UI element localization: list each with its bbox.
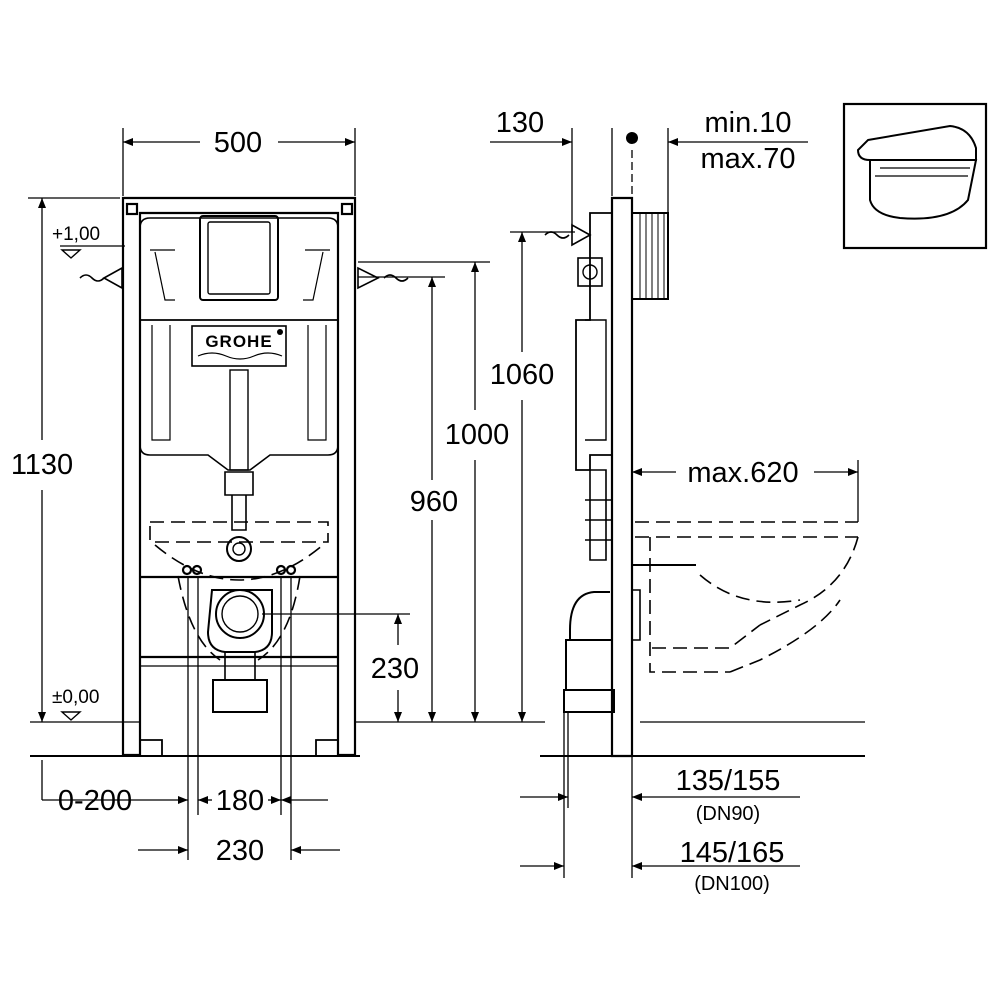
level-zero-label: ±0,00 — [52, 687, 99, 708]
height-total-label: 1130 — [11, 449, 73, 481]
height-960-label: 960 — [410, 486, 458, 518]
dn100-dimension-label: 145/165 — [680, 837, 785, 869]
water-supply-right-icon — [357, 266, 409, 290]
level-marker-top-icon — [60, 249, 82, 259]
dn90-dimension-label: 135/155 — [676, 765, 781, 797]
bowl-projection-label: max.620 — [687, 457, 798, 489]
wc-bowl-thumbnail — [842, 102, 988, 250]
level-top-label: +1,00 — [52, 224, 100, 245]
front-dimension-lines — [28, 128, 490, 860]
brand-text: GROHE — [205, 332, 272, 351]
wall-reference-dot-icon — [626, 132, 638, 144]
side-frame — [563, 196, 669, 758]
offset-label: 0-200 — [58, 785, 132, 817]
side-bowl-outline — [635, 521, 859, 673]
height-1000-label: 1000 — [445, 419, 510, 451]
depth-label: 130 — [496, 107, 544, 139]
side-dimension-lines — [490, 128, 859, 878]
width-label: 500 — [214, 127, 262, 159]
grohe-logo: GROHE — [191, 325, 287, 367]
water-supply-left-icon — [79, 266, 123, 290]
floor-lines — [30, 721, 865, 757]
flush-max-label: max.70 — [700, 143, 795, 175]
front-frame — [121, 196, 357, 757]
front-bowl-outline — [149, 521, 329, 661]
level-marker-zero-icon — [60, 711, 82, 721]
height-1060-label: 1060 — [490, 359, 555, 391]
stud-outer-label: 230 — [216, 835, 264, 867]
dn100-label: (DN100) — [694, 873, 770, 895]
dn90-label: (DN90) — [696, 803, 760, 825]
water-supply-side-icon — [544, 223, 592, 247]
flush-min-label: min.10 — [704, 107, 791, 139]
height-230-label: 230 — [371, 653, 419, 685]
stud-inner-label: 180 — [216, 785, 264, 817]
